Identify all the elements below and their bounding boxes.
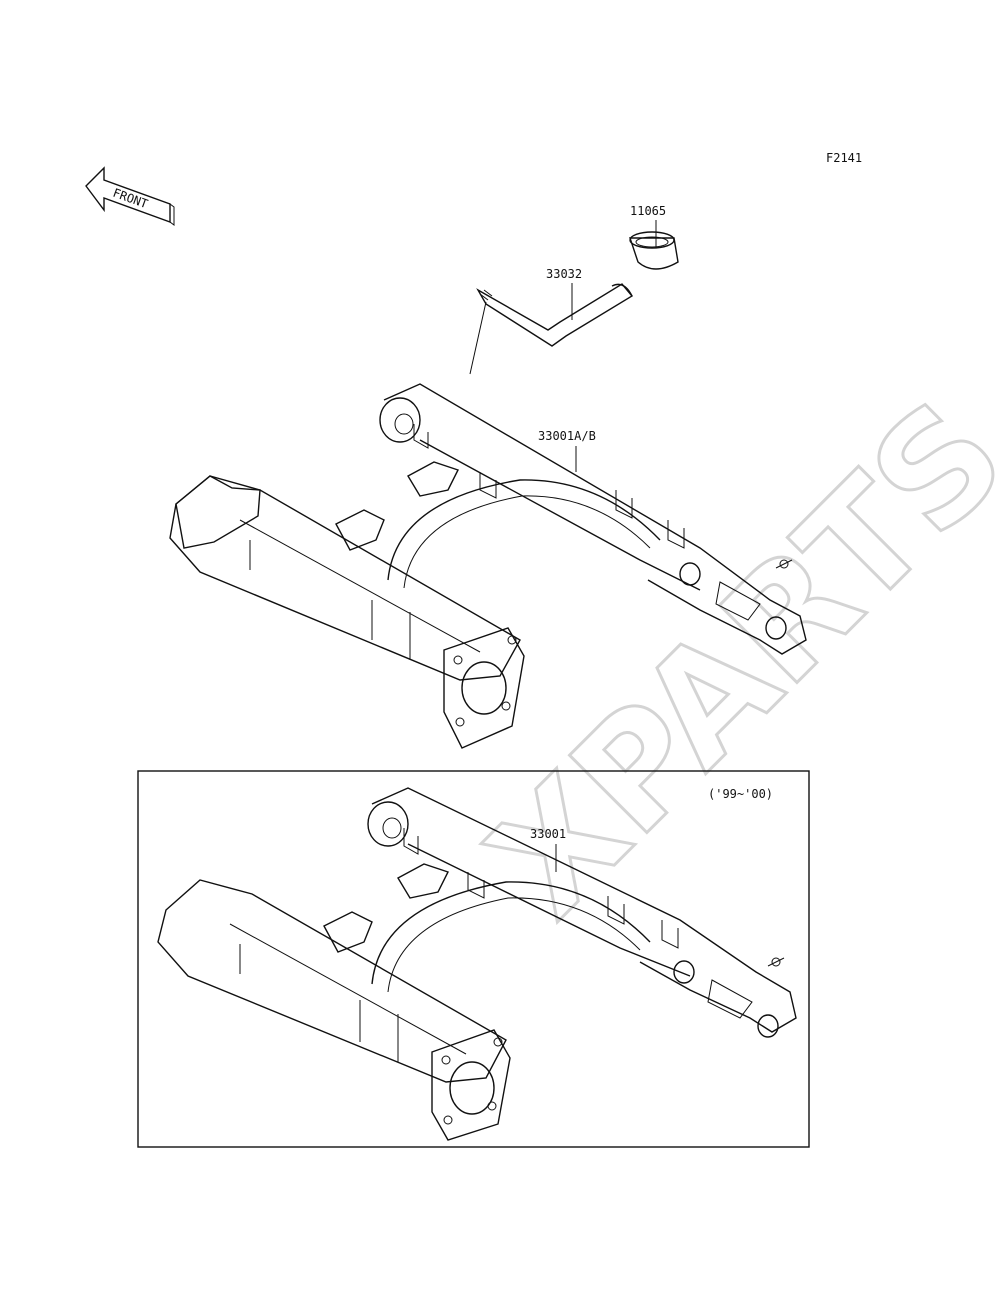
- callout-33001: 33001: [530, 827, 566, 841]
- callout-11065: 11065: [630, 204, 666, 218]
- callout-33001ab: 33001A/B: [538, 429, 596, 443]
- swingarm-variant-part: 33001: [157, 787, 797, 1141]
- watermark: XPARTS: [458, 369, 1000, 950]
- figure-code: F2141: [826, 151, 862, 165]
- variant-inset-box: [137, 770, 810, 1148]
- pivot-shaft-part: 33032: [469, 267, 634, 375]
- bushing-part: 11065: [629, 204, 679, 270]
- front-arrow-icon: FRONT: [85, 166, 175, 226]
- inset-year-note: ('99~'00): [708, 787, 773, 801]
- callout-33032: 33032: [546, 267, 582, 281]
- swingarm-main-part: 33001A/B: [169, 383, 807, 749]
